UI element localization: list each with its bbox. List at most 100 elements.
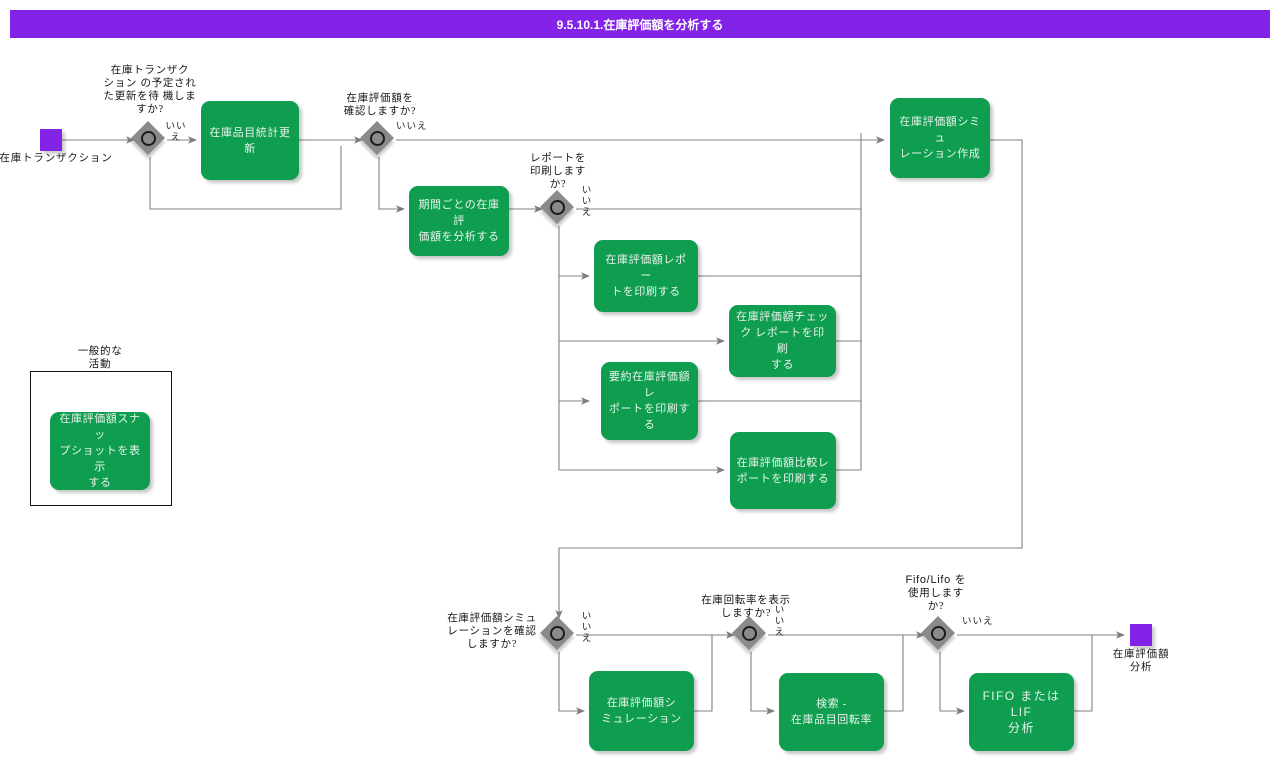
flow-task10-merge bbox=[1074, 635, 1093, 712]
flow-gw6-to-task10 bbox=[939, 652, 965, 715]
task-valuation-simulation[interactable]: 在庫評価額シ ミュレーション bbox=[589, 671, 694, 751]
flow-gw2-no bbox=[396, 133, 862, 141]
task-label-line1: 在庫評価額レポー bbox=[605, 254, 687, 282]
legend-sample-task[interactable]: 在庫評価額スナッ プショットを表示 する bbox=[50, 412, 150, 490]
gw5-q-line2: しますか? bbox=[720, 608, 772, 619]
gw5-branch-line1: い bbox=[774, 606, 786, 616]
legend-title: 一般的な 活動 bbox=[30, 345, 170, 371]
task-update-inventory-item-statistics[interactable]: 在庫品目統計更新 bbox=[201, 101, 299, 180]
gw1-q-line4: すか? bbox=[136, 104, 164, 115]
gateway-print-report[interactable] bbox=[540, 190, 576, 226]
gw5-branch-line2: い bbox=[774, 617, 786, 627]
flow-gw4-to-task8 bbox=[558, 652, 585, 715]
start-event-label: 在庫トランザクション bbox=[0, 153, 113, 164]
gateway-check-valuation-question: 在庫評価額を 確認しますか? bbox=[329, 92, 431, 118]
gw1-q-line1: 在庫トランザク bbox=[110, 65, 190, 76]
gw3-branch-line3: え bbox=[581, 208, 593, 218]
gw3-branch-line1: い bbox=[581, 186, 593, 196]
task-fifo-lifo-analysis[interactable]: FIFO または LIF 分析 bbox=[969, 673, 1074, 751]
task-label-line1: 在庫評価額チェッ bbox=[736, 311, 829, 323]
gateway-check-simulation[interactable] bbox=[540, 616, 576, 652]
gw5-branch-label: い い え bbox=[773, 606, 787, 639]
gw1-branch-line1: いい bbox=[165, 122, 187, 132]
gateway-wait-scheduled-update-question: 在庫トランザク ション の予定され た更新を待 機しま すか? bbox=[95, 64, 205, 116]
legend-title-line1: 一般的な bbox=[77, 346, 123, 357]
gw2-branch-label: いいえ bbox=[396, 122, 428, 132]
gw6-q-line1: Fifo/Lifo を bbox=[905, 574, 967, 586]
gw3-branch-line2: い bbox=[581, 197, 593, 207]
gateway-use-fifo-lifo-question: Fifo/Lifo を 使用します か? bbox=[888, 574, 984, 613]
task-label-line2: ミュレーション bbox=[601, 713, 682, 725]
gw2-q-line2: 確認しますか? bbox=[343, 106, 417, 117]
gw6-q-line2: 使用します bbox=[908, 588, 964, 599]
end-event-label-line1: 在庫評価額 bbox=[1112, 649, 1170, 660]
page-title: 9.5.10.1.在庫評価額を分析する bbox=[556, 17, 724, 32]
task-label-line1: 要約在庫評価額レ bbox=[608, 371, 691, 399]
page-title-bar: 9.5.10.1.在庫評価額を分析する bbox=[10, 10, 1270, 38]
gw4-branch-line3: え bbox=[581, 634, 593, 644]
task-label-line2: 在庫品目回転率 bbox=[790, 714, 873, 726]
gw1-branch-line2: え bbox=[170, 133, 182, 143]
task-label-line2: ク レポートを印刷 bbox=[740, 327, 825, 355]
gw6-branch-label: いいえ bbox=[962, 617, 994, 627]
task-print-valuation-comparison-report[interactable]: 在庫評価額比較レ ポートを印刷する bbox=[730, 432, 836, 509]
gw5-branch-line3: え bbox=[774, 628, 786, 638]
gw4-q-line2: レーションを確認 bbox=[447, 626, 537, 637]
gw4-q-line1: 在庫評価額シミュ bbox=[447, 613, 537, 624]
end-event[interactable] bbox=[1130, 624, 1152, 646]
gateway-check-simulation-question: 在庫評価額シミュ レーションを確認 しますか? bbox=[440, 612, 544, 651]
task-create-valuation-simulation[interactable]: 在庫評価額シミュ レーション作成 bbox=[890, 98, 990, 178]
gateway-show-turnover[interactable] bbox=[732, 616, 768, 652]
flow-gw5-to-task9 bbox=[750, 652, 775, 715]
gateway-ring-icon bbox=[140, 130, 156, 146]
flow-gw2-to-task2 bbox=[378, 157, 405, 213]
gw3-branch-label: い い え bbox=[580, 186, 594, 219]
gateway-ring-icon bbox=[369, 130, 385, 146]
gateway-ring-icon bbox=[549, 625, 565, 641]
gateway-wait-scheduled-update[interactable] bbox=[131, 121, 167, 157]
gw4-branch-line2: い bbox=[581, 623, 593, 633]
gateway-check-valuation[interactable] bbox=[360, 121, 396, 157]
task-label-line2: ポートを印刷する bbox=[608, 403, 691, 431]
flow-merge-to-task7 bbox=[860, 136, 885, 470]
task-label-line3: する bbox=[770, 359, 795, 371]
gateway-use-fifo-lifo[interactable] bbox=[921, 616, 957, 652]
task-label-line2: レーション作成 bbox=[899, 148, 981, 160]
gw1-branch-label: いい え bbox=[164, 122, 188, 144]
task-label-line1: FIFO または LIF bbox=[982, 689, 1061, 719]
gateway-show-turnover-question: 在庫回転率を表示 しますか? bbox=[694, 594, 798, 620]
legend-sample-line2: プショットを表示 bbox=[59, 445, 141, 473]
task-label: 在庫品目統計更新 bbox=[209, 126, 291, 155]
gateway-print-report-question: レポートを 印刷します か? bbox=[516, 152, 600, 191]
task-label-line2: ポートを印刷する bbox=[736, 472, 830, 485]
task-label-line1: 在庫評価額比較レ bbox=[736, 456, 830, 469]
gateway-ring-icon bbox=[741, 625, 757, 641]
task-search-item-turnover[interactable]: 検索 - 在庫品目回転率 bbox=[779, 673, 884, 751]
flow-task8-merge bbox=[694, 635, 713, 712]
task-analyze-valuation-per-period[interactable]: 期間ごとの在庫評 価額を分析する bbox=[409, 186, 509, 256]
start-event[interactable] bbox=[40, 129, 62, 151]
gw3-q-line2: 印刷します bbox=[530, 166, 586, 177]
end-event-label-line2: 分析 bbox=[1129, 662, 1153, 673]
task-print-valuation-check-report[interactable]: 在庫評価額チェッ ク レポートを印刷 する bbox=[729, 305, 836, 377]
gateway-ring-icon bbox=[930, 625, 946, 641]
gw6-q-line3: か? bbox=[927, 601, 945, 612]
gw4-branch-line1: い bbox=[581, 612, 593, 622]
legend-title-line2: 活動 bbox=[88, 359, 112, 370]
task-label-line1: 在庫評価額シ bbox=[606, 697, 677, 709]
gw5-q-line1: 在庫回転率を表示 bbox=[701, 595, 791, 606]
task-print-summary-valuation-report[interactable]: 要約在庫評価額レ ポートを印刷する bbox=[601, 362, 698, 440]
gw4-q-line3: しますか? bbox=[466, 639, 518, 650]
task-label-line2: 価額を分析する bbox=[418, 231, 500, 243]
legend-sample-line3: する bbox=[88, 477, 112, 489]
gw3-q-line1: レポートを bbox=[530, 153, 586, 164]
task-label-line1: 期間ごとの在庫評 bbox=[418, 199, 500, 227]
task-label-line1: 検索 - bbox=[816, 698, 847, 710]
task-label-line2: 分析 bbox=[1008, 721, 1035, 735]
gw2-q-line1: 在庫評価額を bbox=[346, 93, 414, 104]
legend-sample-line1: 在庫評価額スナッ bbox=[59, 413, 141, 441]
task-print-valuation-report[interactable]: 在庫評価額レポー トを印刷する bbox=[594, 240, 698, 312]
gw3-q-line3: か? bbox=[549, 179, 567, 190]
task-label-line2: トを印刷する bbox=[611, 286, 681, 298]
